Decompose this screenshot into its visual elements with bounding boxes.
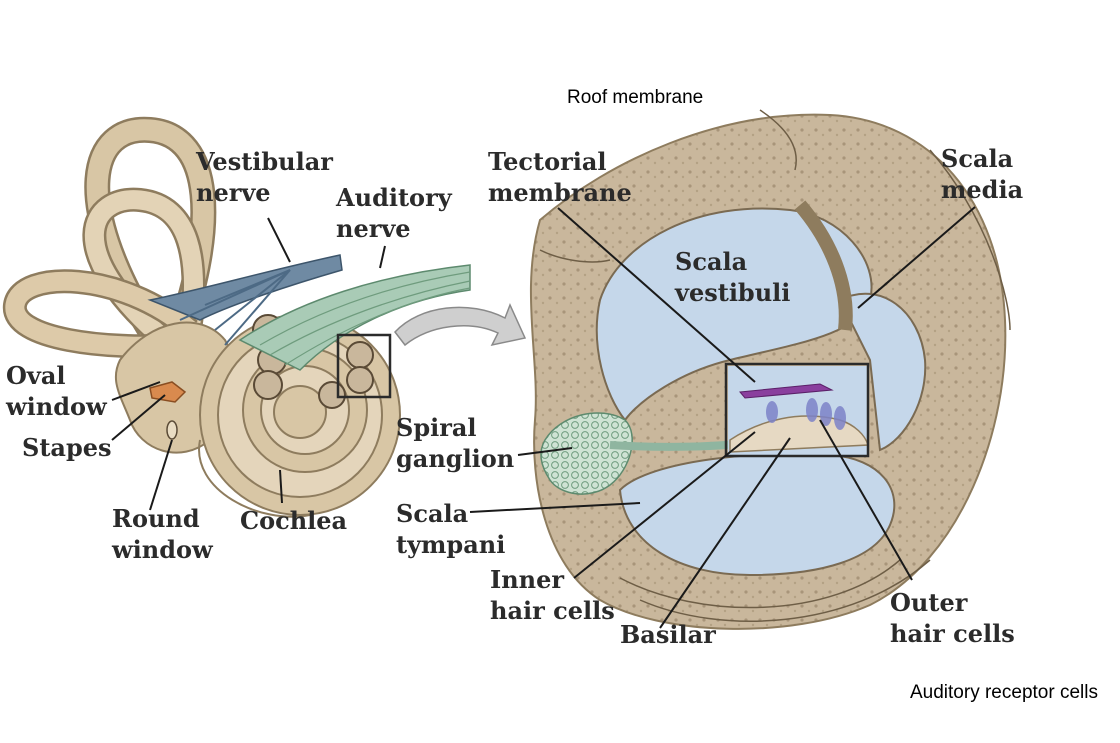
label-spiral-ganglion: Spiral ganglion xyxy=(396,413,515,473)
label-outer-hair-cells: Outer hair cells xyxy=(890,588,1015,648)
label-round-window: Round window xyxy=(112,504,213,564)
leader-lines xyxy=(111,206,976,629)
stapes-shape xyxy=(149,381,187,403)
label-cochlea: Cochlea xyxy=(240,506,348,535)
spiral-ganglion-shape xyxy=(540,412,633,495)
label-basilar-membrane: Basilar xyxy=(620,620,716,649)
hair-cells xyxy=(766,398,846,430)
label-scala-tympani: Scala tympani xyxy=(396,499,506,559)
inner-ear-illustration xyxy=(3,116,471,518)
tectorial-membrane-shape xyxy=(739,383,834,399)
bottom-caption: Auditory receptor cells xyxy=(910,682,1098,703)
label-inner-hair-cells: Inner hair cells xyxy=(490,565,615,625)
top-caption: Roof membrane xyxy=(567,87,704,108)
label-scala-media: Scala media xyxy=(941,144,1024,204)
label-scala-vestibuli: Scala vestibuli xyxy=(675,247,791,307)
zoom-box xyxy=(336,333,392,399)
label-tectorial-membrane: Tectorial membrane xyxy=(488,147,632,207)
label-oval-window: Oval window xyxy=(6,361,107,421)
round-window-shape xyxy=(166,420,178,440)
scala-media-shape xyxy=(838,292,927,452)
cochlea-cross-section-illustration xyxy=(529,109,1011,630)
zoom-arrow xyxy=(394,303,527,347)
label-stapes: Stapes xyxy=(22,433,112,462)
detail-box xyxy=(724,362,870,458)
label-vestibular-nerve: Vestibular nerve xyxy=(196,147,333,207)
label-auditory-nerve: Auditory nerve xyxy=(336,183,452,243)
